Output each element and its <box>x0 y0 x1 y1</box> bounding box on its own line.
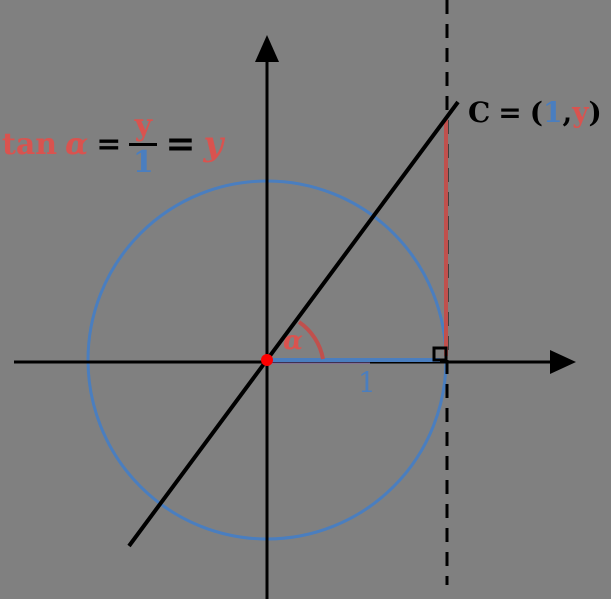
fraction-bar <box>129 142 158 146</box>
tan-angle: α <box>65 126 89 162</box>
equals-2: = <box>165 123 196 165</box>
origin-point <box>261 354 273 366</box>
angle-arc <box>297 320 325 360</box>
point-name: C <box>468 96 491 129</box>
rhs-y: y <box>203 124 224 164</box>
right-angle-marker <box>432 346 448 362</box>
numerator: y <box>134 107 153 143</box>
tan-formula: tan α = y 1 = y <box>2 104 223 184</box>
tan-func: tan <box>2 126 58 162</box>
point-y: y <box>572 96 589 129</box>
point-x: 1 <box>543 96 563 129</box>
denominator: 1 <box>132 144 154 180</box>
equals-1: = <box>96 126 122 162</box>
fraction: y 1 <box>129 107 158 180</box>
paren-open: ( <box>529 96 544 129</box>
radius-label: 1 <box>358 366 376 399</box>
x-axis-arrow-icon <box>550 350 576 374</box>
y-axis-arrow-icon <box>255 35 279 62</box>
angle-label: α <box>283 326 304 356</box>
point-c-label: C = ( 1 , y ) <box>468 96 602 129</box>
point-eq: = <box>498 96 522 129</box>
point-comma: , <box>562 96 573 129</box>
angle-ray <box>127 100 460 548</box>
paren-close: ) <box>588 96 602 129</box>
